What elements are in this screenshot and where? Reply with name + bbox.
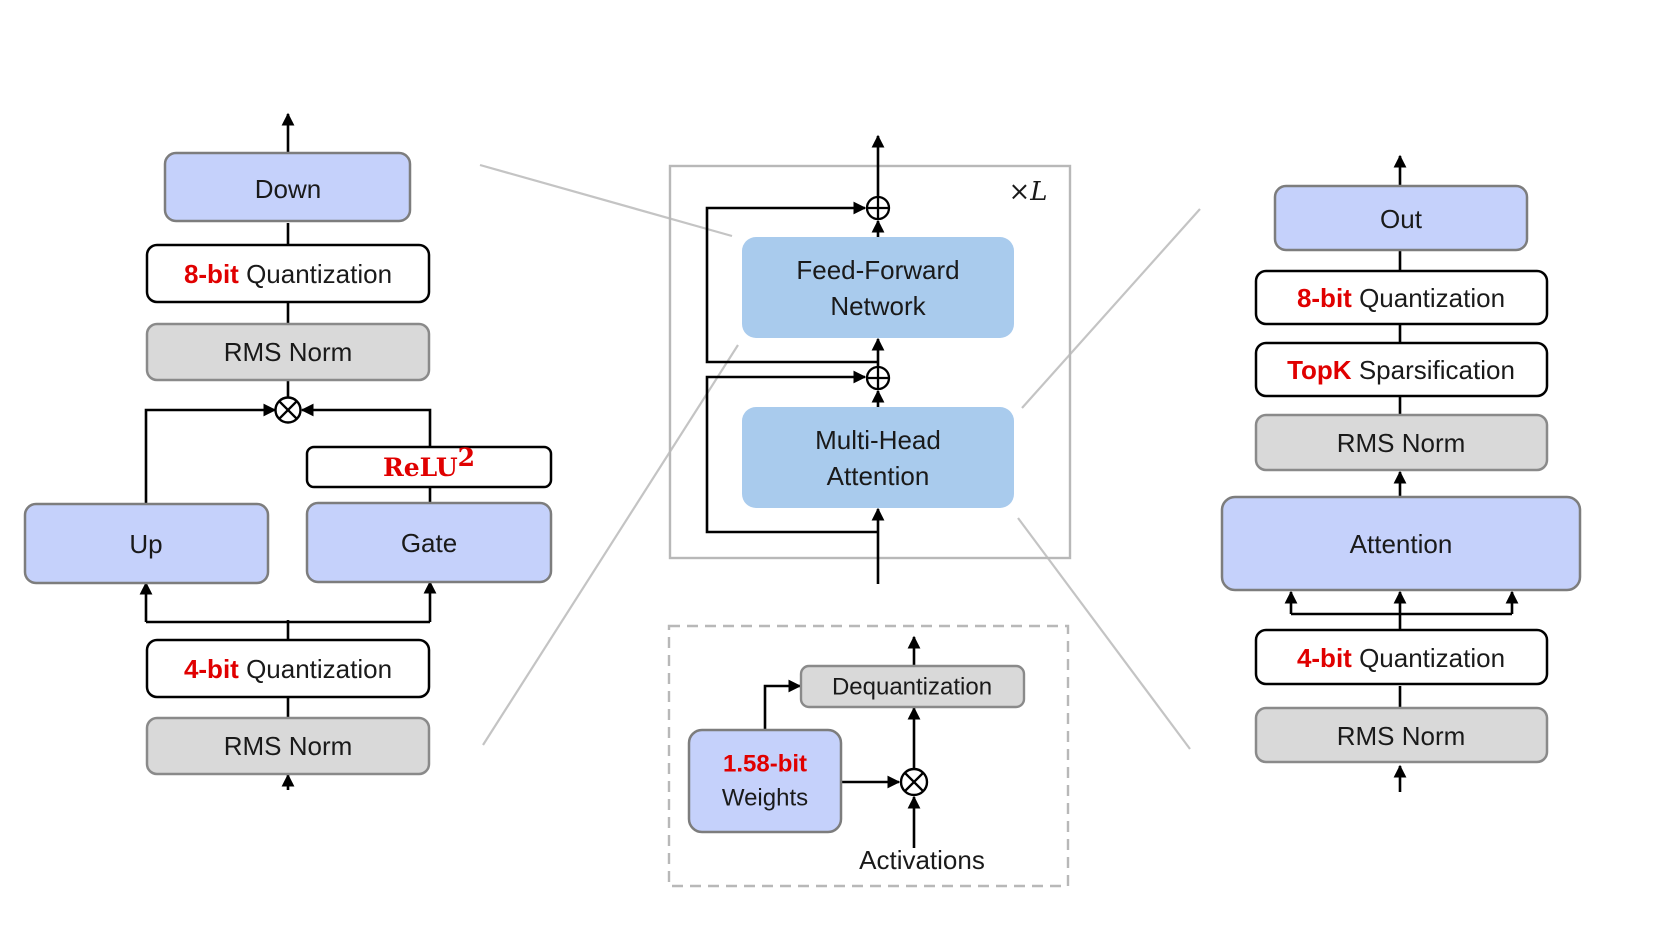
attn-rms-norm-bottom-box [1254,706,1549,764]
ffn-rms-norm-bottom-label: RMS Norm [224,731,353,761]
add-node-upper [865,195,891,221]
ffn-relu-squared-label: ReLU2 [383,443,475,482]
weights-bits-label: 1.58-bit [723,751,807,778]
attn-4bit-quant-label: 4-bit Quantization [1297,643,1505,673]
add-node-lower [865,365,891,391]
transformer-block-frame [668,164,1072,560]
bitlinear-dashed-frame [667,624,1070,888]
ffn-detail-panel: Down 8-bit Quantization RMS Norm ReLU2 U… [23,112,553,790]
repeat-layers-label: ×L [1008,177,1047,207]
ffn-down-box [163,151,412,223]
feed-forward-network-box [742,237,1014,338]
ffn-up-label: Up [129,529,162,559]
attn-rms-norm-top-box [1254,413,1549,472]
bitlinear-multiply-node [899,767,929,797]
ffn-up-box [23,502,270,585]
zoom-line-attn-bottom [1017,517,1191,750]
attn-out-label: Out [1380,204,1423,234]
residual-mha-arrow [705,370,878,534]
weights-box [687,728,843,834]
zoom-line-ffn-top [479,163,733,238]
transformer-block-panel: ×L Feed-Forward Network Multi-Head Atten… [668,134,1072,584]
zoom-line-ffn-bottom [482,344,739,746]
mha-title-line2: Attention [827,461,930,491]
attn-out-box [1273,184,1529,252]
mha-title-line1: Multi-Head [815,425,941,455]
zoom-line-attn-top [1021,208,1201,409]
activations-label: Activations [859,845,985,875]
ffn-gate-box [305,501,553,584]
weights-text-label: Weights [722,785,808,812]
weights-to-dequant-arrow [763,679,802,729]
attn-8bit-quant-label: 8-bit Quantization [1297,283,1505,313]
ffn-title-line1: Feed-Forward [796,255,959,285]
ffn-gate-label: Gate [401,528,457,558]
ffn-4bit-quant-label: 4-bit Quantization [184,654,392,684]
ffn-rms-norm-top-label: RMS Norm [224,337,353,367]
ffn-down-label: Down [255,174,321,204]
zoom-lines [479,163,1201,750]
attention-detail-panel: Out 8-bit Quantization TopK Sparsificati… [1220,154,1582,792]
dequantization-box [799,664,1026,709]
ffn-4bit-quant-box [145,638,431,699]
attn-topk-sparsification-box [1254,341,1549,398]
bitlinear-panel: Dequantization 1.58-bit Weights Activati… [667,624,1070,888]
attention-label: Attention [1350,529,1453,559]
multi-head-attention-box [742,407,1014,508]
attn-topk-sparsification-label: TopK Sparsification [1287,355,1515,385]
attention-box [1220,495,1582,592]
attn-8bit-quant-box [1254,269,1549,326]
ffn-multiply-node [274,396,302,424]
ffn-rms-norm-top-box [145,322,431,382]
attn-rms-norm-bottom-label: RMS Norm [1337,721,1466,751]
ffn-up-to-mul-arrow [144,403,277,503]
ffn-relu-squared-box [305,445,553,489]
ffn-rms-norm-bottom-box [145,716,431,776]
ffn-8bit-quant-label: 8-bit Quantization [184,259,392,289]
ffn-relu-to-mul-arrow [300,403,432,446]
ffn-8bit-quant-box [145,243,431,304]
attn-4bit-quant-box [1254,628,1549,686]
ffn-title-line2: Network [830,291,926,321]
residual-ffn-arrow [705,201,878,364]
attn-rms-norm-top-label: RMS Norm [1337,428,1466,458]
dequantization-label: Dequantization [832,674,992,701]
